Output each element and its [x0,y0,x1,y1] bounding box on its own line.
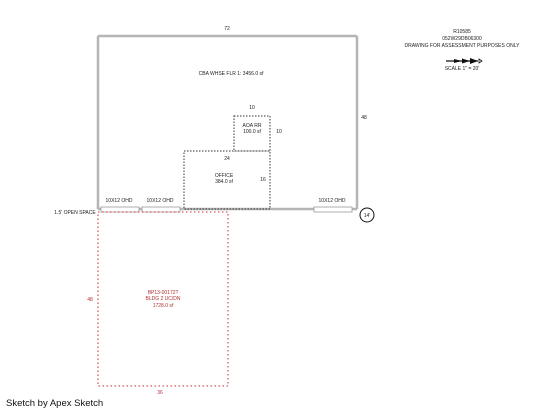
aoa-rr-top-dimension: 10 [249,105,255,111]
aoa-rr-label: AOA RR [243,123,262,129]
north-arrow-icon [446,58,483,64]
office-right-dimension: 16 [260,177,266,183]
open-space-label: 1.5' OPEN SPACE [54,210,96,216]
dimension-circle [359,207,375,223]
permit-bottom-dimension: 36 [157,390,163,396]
door-3-label: 10X12 OHD [319,198,346,204]
parcel-number: 052W29DB06300 [442,36,482,42]
footer-credit: Sketch by Apex Sketch [6,398,104,409]
scale-label: SCALE 1" = 20' [445,66,480,72]
aoa-rr-area: 100.0 sf [243,129,261,135]
permit-left-dimension: 48 [87,297,93,303]
assessment-note: DRAWING FOR ASSESSMENT PURPOSES ONLY [405,43,521,49]
office-area: 384.0 sf [215,179,233,185]
circle-label: 14' [364,213,371,219]
door-2-label: 10X12 OHD [147,198,174,204]
door-1-label: 10X12 OHD [106,198,133,204]
permit-line-1: BP13-00172? [148,290,179,296]
parcel-id: R10585 [453,29,471,35]
main-right-dimension: 48 [361,115,367,121]
aoa-rr-outline [233,115,271,152]
office-top-dimension: 24 [224,156,230,162]
aoa-rr-right-dimension: 10 [276,129,282,135]
door-3 [313,206,353,213]
main-top-dimension: 72 [224,26,230,32]
permit-line-3: 1728.0 sf [153,303,174,309]
door-1 [100,206,140,213]
permit-area-outline [97,211,229,387]
permit-line-2: BLDG 2 UC/DN [145,296,180,302]
main-building-label: CBA WHSE FLR 1: 3456.0 sf [199,71,264,77]
office-outline [183,150,271,210]
door-2 [141,206,181,213]
office-label: OFFICE [215,173,234,179]
